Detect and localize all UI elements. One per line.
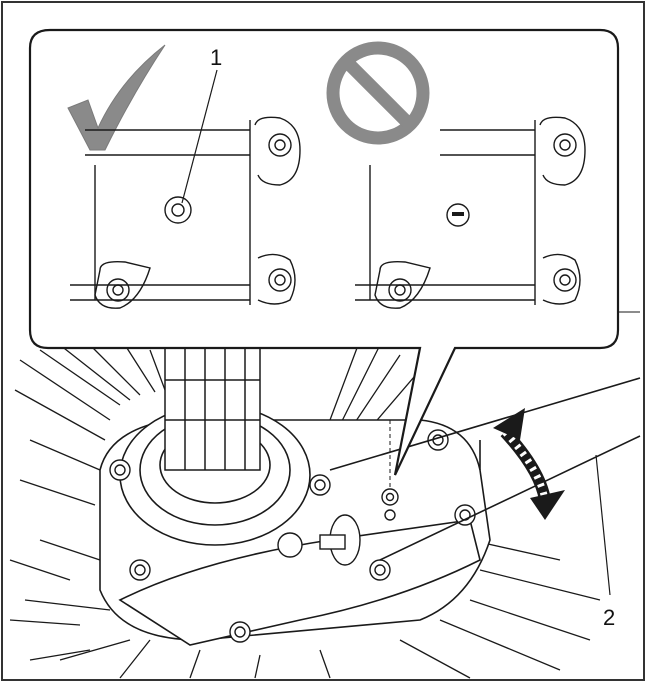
prohibited-icon (326, 41, 430, 145)
callout-label-1: 1 (210, 45, 223, 70)
callout-bubble (28, 28, 620, 476)
misaligned-mark (452, 212, 464, 216)
inspection-hole (381, 488, 399, 521)
detail-correct (70, 116, 301, 309)
housing-bolts (109, 429, 476, 643)
brush-bristles (9, 339, 601, 679)
rotation-arrow-icon (493, 408, 565, 520)
callout-2-leader (595, 454, 611, 596)
output-stub (319, 514, 361, 566)
detail-incorrect (355, 116, 586, 309)
drive-shaft (164, 344, 261, 471)
callout-1-leader (181, 69, 218, 204)
callout-label-2: 2 (603, 605, 616, 630)
